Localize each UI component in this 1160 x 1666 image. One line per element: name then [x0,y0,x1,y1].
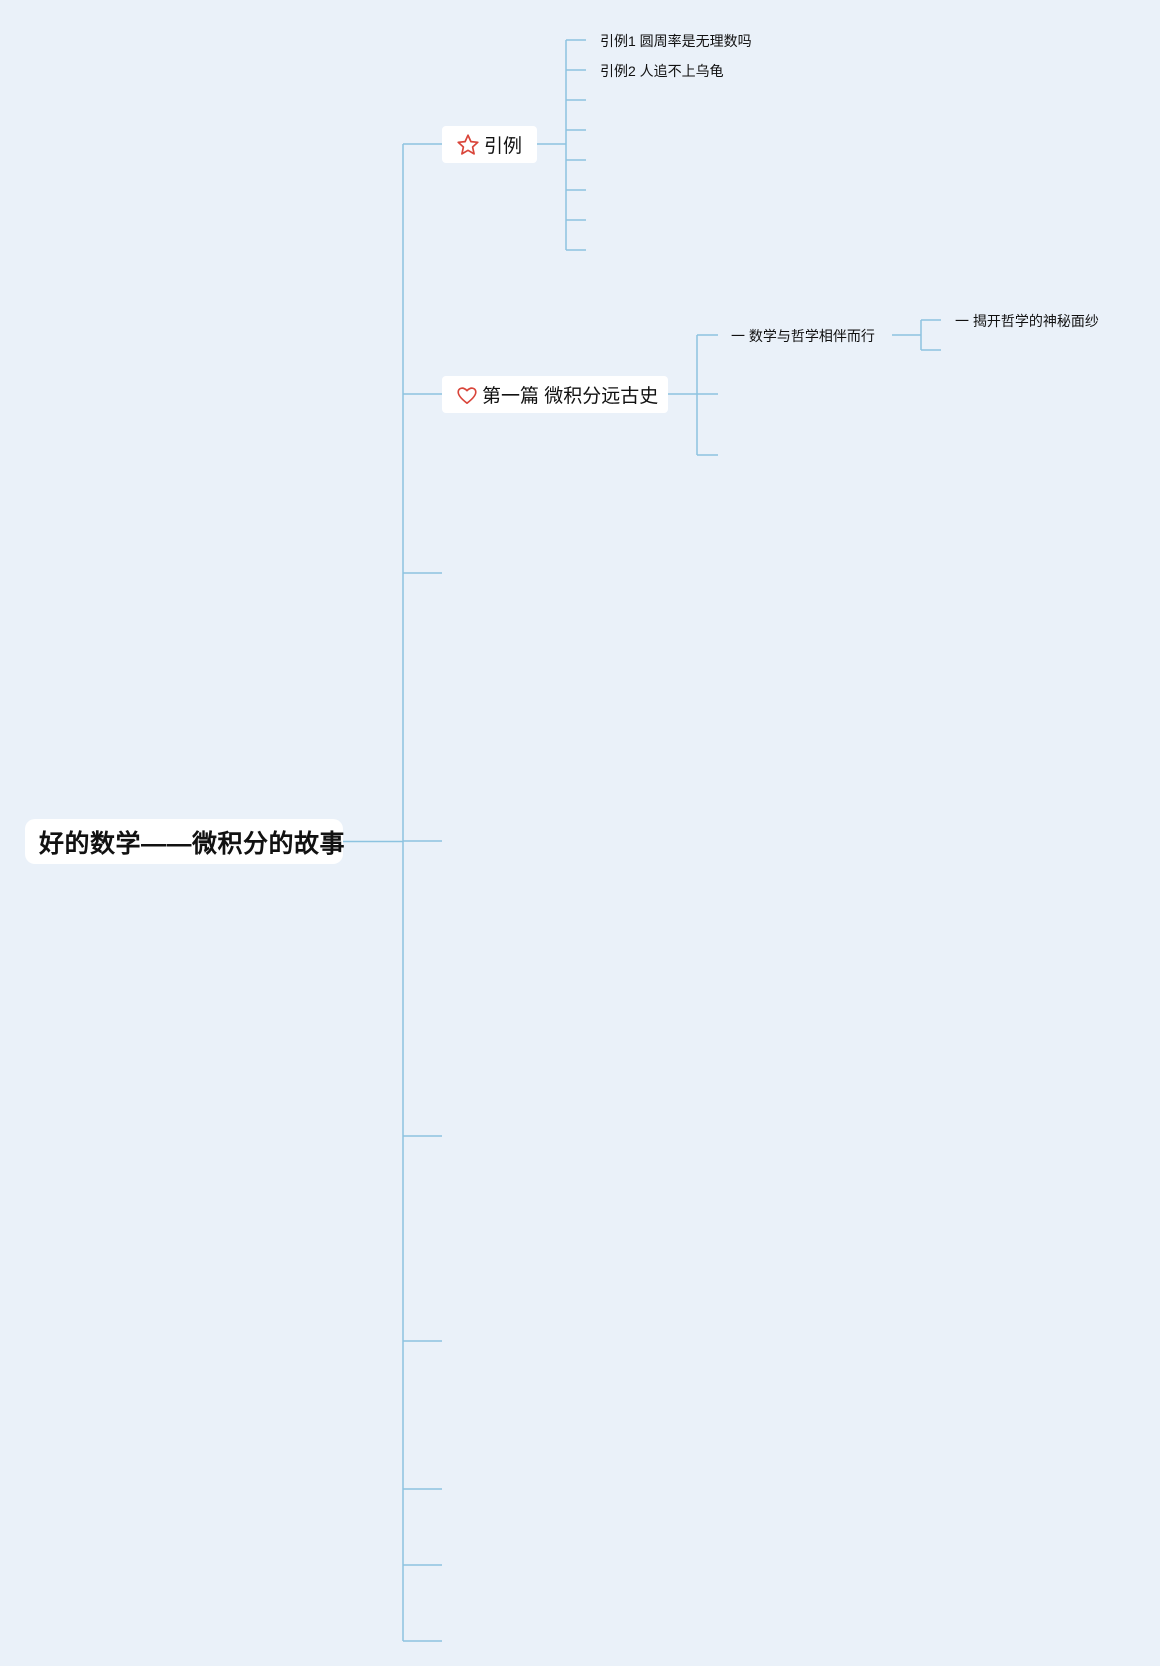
subtopic-intro-1[interactable]: 引例1 圆周率是无理数吗 [600,33,752,49]
root-title: 好的数学——微积分的故事 [39,829,346,858]
subtopic-part1-chapter-1[interactable]: 一 数学与哲学相伴而行 [731,328,875,344]
topic-intro-label: 引例 [484,136,523,157]
star-icon [456,133,480,157]
root-node[interactable]: 好的数学——微积分的故事 [25,819,346,864]
topic-part1[interactable]: 第一篇 微积分远古史 [442,376,668,413]
subtopic-chapter-1-section-1[interactable]: 一 揭开哲学的神秘面纱 [955,313,1099,329]
topic-part1-label: 第一篇 微积分远古史 [482,386,659,407]
topic-intro[interactable]: 引例 [442,126,537,163]
subtopic-intro-2[interactable]: 引例2 人追不上乌龟 [600,63,724,79]
heart-icon [456,385,478,405]
